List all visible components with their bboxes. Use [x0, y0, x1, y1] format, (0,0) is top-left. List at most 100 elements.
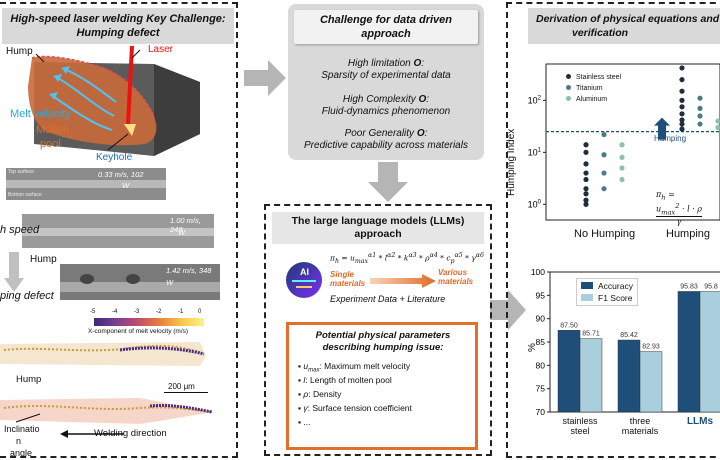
challenge-item-3-desc: Predictive capability across materials: [304, 140, 468, 151]
scatter-point: [697, 95, 703, 101]
various-materials: Various materials: [438, 268, 473, 286]
colorbar-tick-3: -2: [156, 309, 162, 315]
welding-direction-label: Welding direction: [94, 428, 167, 439]
side-high-speed: h speed: [0, 224, 40, 236]
llm-title-line1: The large language models (LLMs): [291, 215, 465, 227]
param-item-2-text: : Length of molten pool: [305, 375, 392, 385]
scatter-point: [583, 161, 589, 167]
challenge-item-3: Poor Generality O: Predictive capability…: [290, 128, 482, 152]
challenge-item-1-head: High limitation: [347, 58, 411, 69]
left-panel-title: High-speed laser welding Key Challenge: …: [2, 8, 234, 44]
scatter-point: [583, 149, 589, 155]
single-materials-line1: Single: [330, 270, 355, 279]
scatter-point: [601, 186, 607, 192]
right-title-line2: verification: [572, 27, 629, 39]
param-item-4-text: : Surface tension coefficient: [307, 403, 412, 413]
colorbar-tick-1: -4: [112, 309, 118, 315]
bar-1-2: [699, 291, 720, 413]
micrograph-3-w: W: [166, 278, 174, 287]
various-materials-line1: Various: [438, 268, 468, 277]
param-item-2-sym: l: [303, 375, 306, 385]
keyhole-shape: [124, 124, 136, 136]
legend-aluminum: Aluminum: [566, 94, 621, 105]
micrograph-1-top-label: Top surface: [8, 169, 34, 175]
ai-icon: AI: [286, 262, 322, 298]
simulation-strip-2: [0, 398, 214, 424]
scatter-point: [679, 117, 685, 123]
inclination-label-1: Inclinatio: [4, 424, 40, 434]
challenge-item-2-head: High Complexity: [342, 94, 416, 105]
bar-0-1: [617, 339, 641, 413]
velocity-arrow-1: [53, 75, 115, 117]
left-title-line2: Humping defect: [76, 27, 160, 39]
bar-0-0: [557, 330, 581, 413]
bar-ytick-label: 90: [536, 314, 546, 324]
scatter-point: [583, 142, 589, 148]
legend-f1: F1 Score: [581, 292, 633, 304]
legend-accuracy-label: Accuracy: [598, 281, 633, 291]
simulation-strip-1: [0, 342, 206, 366]
scatter-point: [679, 77, 685, 83]
materials-arrow: [370, 274, 436, 288]
scatter-point: [601, 170, 607, 176]
challenge-item-3-sym: O: [416, 128, 425, 139]
challenge-title-line2: approach: [361, 28, 411, 40]
scatter-point: [679, 104, 685, 110]
bar-category-label: three: [630, 416, 651, 426]
welding-direction-arrow: [60, 430, 124, 438]
bar-value-label: 95.8: [704, 284, 718, 291]
challenge-item-1-sym: O: [413, 58, 422, 69]
bar-0-2: [677, 291, 701, 413]
arrow-left-to-center: [244, 60, 286, 96]
legend-titanium: Titanium: [566, 83, 621, 94]
llm-title-line2: approach: [354, 228, 402, 240]
param-item-3-sym: ρ: [303, 389, 309, 399]
micrograph-1: Top surface Bottom surface 0.33 m/s, 102…: [6, 168, 166, 200]
colorbar-title: X-component of melt velocity (m/s): [88, 328, 189, 335]
velocity-arrow-3: [49, 93, 113, 131]
micrograph-1-speed: 0.33 m/s, 102: [98, 170, 144, 179]
bar-marks: 87.5085.71stainlesssteel85.4282.93threem…: [557, 283, 720, 436]
legend-aluminum-label: Aluminum: [576, 96, 608, 103]
micrograph-2-w: W: [178, 228, 186, 237]
scatter-ytick-label: 102: [528, 95, 542, 105]
micrograph-3-speed: 1.42 m/s, 348: [166, 266, 212, 275]
left-title-line1: High-speed laser welding Key Challenge:: [10, 13, 226, 25]
scale-bar-label: 200 μm: [168, 382, 195, 391]
scatter-point: [583, 201, 589, 207]
param-item-4: ▪ γ: Surface tension coefficient: [298, 403, 412, 413]
pool-boundary: [31, 55, 155, 117]
scatter-point: [679, 126, 685, 132]
right-panel-title: Derivation of physical equations and da …: [528, 8, 720, 44]
melt-velocity-label: Melt velocity: [10, 108, 71, 120]
micrograph-2-speed: 1.00 m/s, 249: [170, 216, 201, 234]
arrow-center-down: [368, 162, 408, 202]
llm-title: The large language models (LLMs) approac…: [272, 212, 484, 244]
bar-ytick-label: 85: [536, 337, 546, 347]
laser-beam: [126, 46, 134, 125]
side-humping-defect: ping defect: [0, 290, 54, 302]
scatter-ytick-label: 100: [528, 199, 542, 209]
bar-value-label: 82.93: [642, 344, 660, 351]
single-materials-line2: materials: [330, 279, 366, 288]
hump-pointer: [35, 53, 45, 63]
arrow-center-to-right: [490, 290, 526, 330]
scatter-point: [619, 142, 625, 148]
laser-label: Laser: [148, 44, 174, 55]
scatter-point: [601, 131, 607, 138]
bar-ytick-label: 100: [531, 267, 545, 277]
threshold-up-arrow: [654, 117, 670, 140]
bar-ytick-label: 95: [536, 290, 546, 300]
scatter-point: [619, 165, 625, 171]
params-box: [286, 322, 478, 450]
left-panel: [0, 2, 238, 458]
micrograph-1-w: W: [122, 181, 130, 190]
colorbar-tick-5: 0: [198, 309, 202, 315]
right-panel: [506, 2, 720, 458]
colorbar-ticks: -5 -4 -3 -2 -1 0: [90, 309, 210, 318]
keyhole-label: Keyhole: [96, 152, 133, 163]
scatter-ylabel: Humping Index: [506, 128, 517, 196]
